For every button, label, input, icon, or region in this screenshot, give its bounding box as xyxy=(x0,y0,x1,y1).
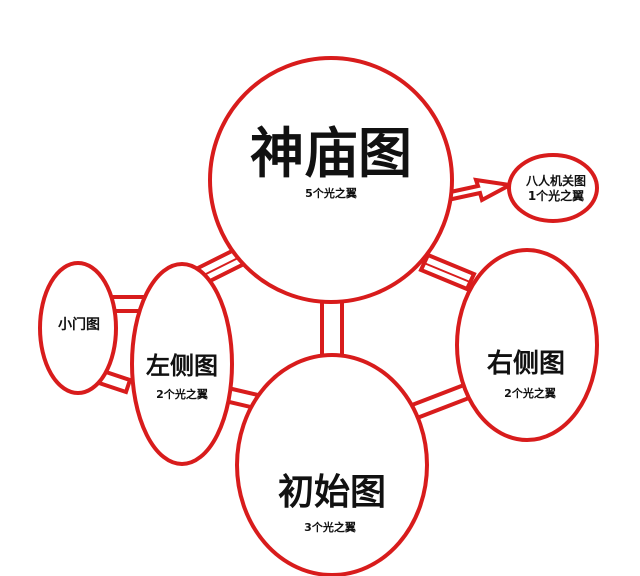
node-left-subtitle: 2个光之翼 xyxy=(156,387,208,401)
node-left-title: 左侧图 xyxy=(146,352,218,380)
bridge-temple-initial xyxy=(320,298,344,364)
node-eightperson-circle xyxy=(507,153,599,223)
node-right-circle xyxy=(455,248,599,442)
node-right-title: 右侧图 xyxy=(487,349,565,379)
node-right-subtitle: 2个光之翼 xyxy=(504,386,556,400)
node-temple-subtitle: 5个光之翼 xyxy=(305,186,357,200)
node-initial-title: 初始图 xyxy=(278,472,386,513)
node-smalldoor-circle xyxy=(38,261,118,395)
node-left-circle xyxy=(130,262,234,466)
node-smalldoor-title: 小门图 xyxy=(58,316,100,333)
node-temple-title: 神庙图 xyxy=(250,122,412,185)
node-eightperson-subtitle: 1个光之翼 xyxy=(528,188,584,203)
node-eightperson-title: 八人机关图 xyxy=(525,173,586,188)
bridge-right-initial xyxy=(409,382,472,421)
node-initial-subtitle: 3个光之翼 xyxy=(304,520,356,534)
node-initial-circle xyxy=(235,353,429,576)
bridge-temple-right xyxy=(418,252,477,292)
node-temple-circle xyxy=(208,56,454,304)
